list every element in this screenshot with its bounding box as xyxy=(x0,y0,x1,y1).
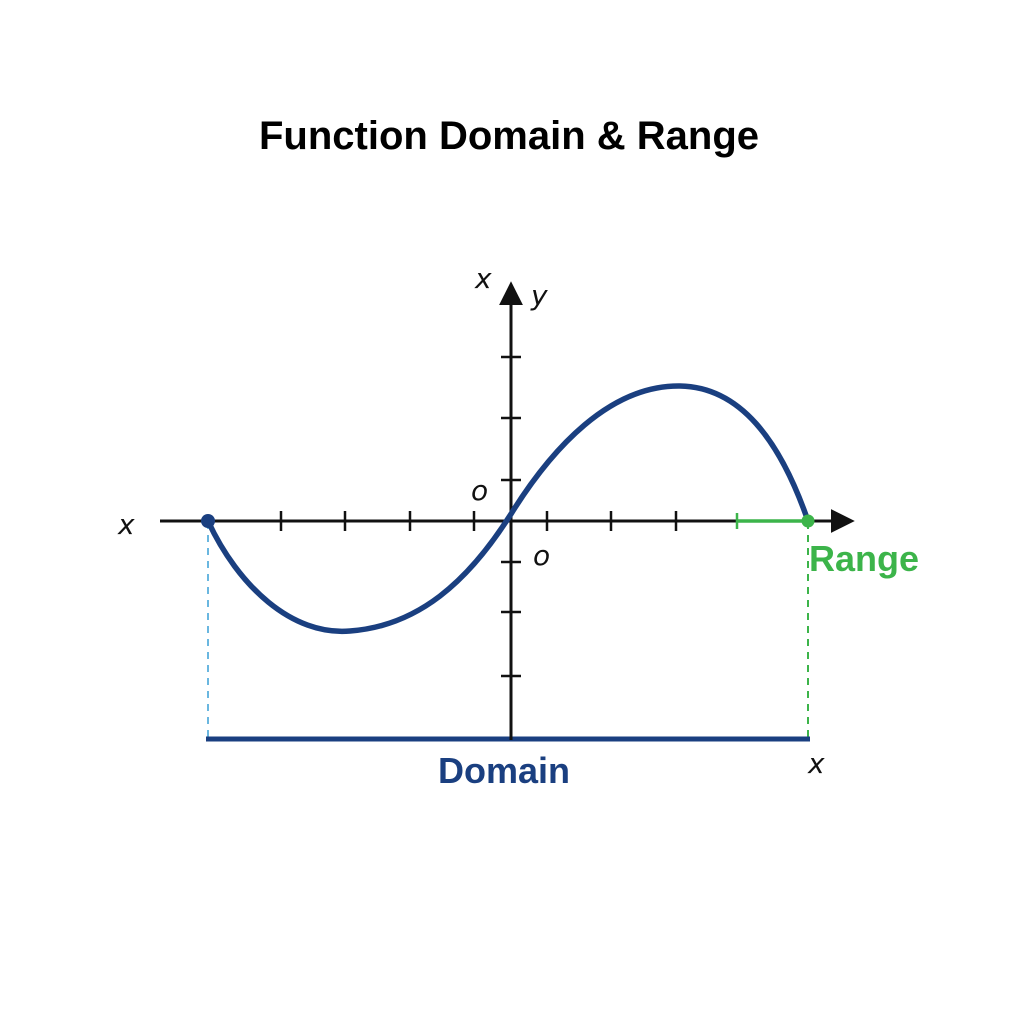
origin-label-lower: o xyxy=(533,539,550,572)
range-end-point xyxy=(801,514,815,528)
x-axis-label-x: x xyxy=(117,508,135,541)
domain-label: Domain xyxy=(438,750,570,791)
y-axis-label-y: y xyxy=(530,279,548,312)
x-axis-ticks xyxy=(279,511,678,531)
origin-label-upper: o xyxy=(471,474,488,507)
range-label: Range xyxy=(809,538,919,579)
domain-start-point xyxy=(201,514,215,528)
y-axis-ticks xyxy=(501,355,521,678)
function-curve xyxy=(205,383,811,635)
diagram-title: Function Domain & Range xyxy=(259,114,759,158)
y-axis-label-x: x xyxy=(474,262,492,295)
bottom-right-x-label: x xyxy=(807,747,825,780)
